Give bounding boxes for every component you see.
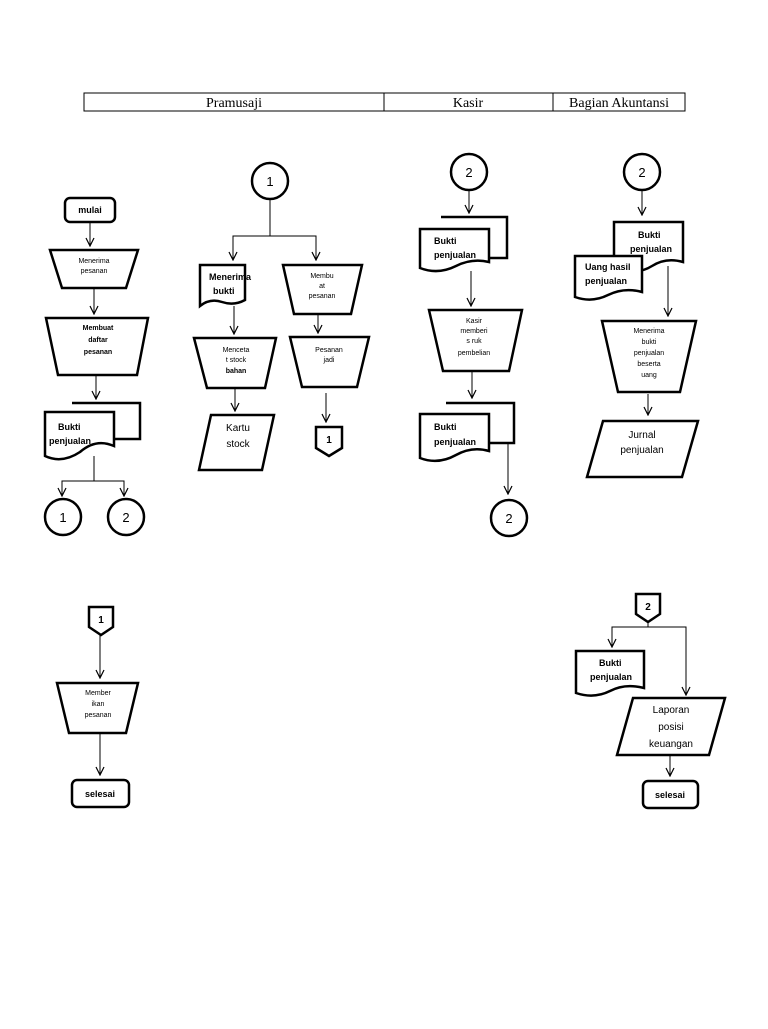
svg-text:Menceta: Menceta — [223, 347, 250, 354]
order-done-process: Pesanan jadi — [288, 335, 371, 389]
svg-text:pesanan: pesanan — [81, 268, 108, 275]
connector-2: 2 — [106, 497, 146, 537]
offpage-connector-1-in: 1 — [87, 605, 115, 637]
svg-text:selesai: selesai — [655, 790, 685, 800]
svg-text:Bukti: Bukti — [434, 422, 457, 432]
svg-text:penjualan: penjualan — [434, 437, 476, 447]
svg-text:Bukti: Bukti — [58, 422, 81, 432]
make-list-process: Membuat daftar pesanan — [44, 316, 150, 377]
lane-header: Pramusaji Kasir Bagian Akuntansi — [83, 92, 686, 112]
akuntansi-journal-data: Jurnal penjualan — [585, 419, 700, 479]
svg-text:2: 2 — [122, 510, 129, 525]
svg-text:daftar: daftar — [88, 337, 108, 344]
svg-text:Membuat: Membuat — [83, 325, 114, 332]
stock-card-data: Kartu stock — [197, 413, 276, 472]
svg-text:1: 1 — [326, 435, 332, 446]
svg-text:Jurnal: Jurnal — [628, 430, 655, 441]
akuntansi-cash-document: Uang hasil penjualan — [573, 254, 644, 301]
start-terminator: mulai — [63, 196, 117, 224]
svg-text:bukti: bukti — [213, 286, 235, 296]
akuntansi-connector-2: 2 — [622, 152, 662, 192]
svg-text:2: 2 — [645, 602, 651, 613]
lane-bagian-akuntansi: Bagian Akuntansi — [569, 96, 669, 111]
svg-text:selesai: selesai — [85, 789, 115, 799]
receive-order-process: Menerima pesanan — [48, 248, 140, 290]
svg-text:Uang hasil: Uang hasil — [585, 262, 631, 272]
svg-text:uang: uang — [641, 372, 657, 379]
connector-1: 1 — [43, 497, 83, 537]
svg-text:Pesanan: Pesanan — [315, 347, 343, 354]
sales-receipt-document: Bukti penjualan — [43, 401, 142, 461]
svg-text:posisi: posisi — [658, 722, 684, 733]
svg-text:penjualan: penjualan — [585, 276, 627, 286]
connector-1-top: 1 — [250, 161, 290, 201]
svg-text:t stock: t stock — [226, 357, 247, 364]
lane-pramusaji: Pramusaji — [206, 96, 262, 111]
receive-proof-document: Menerima bukti — [198, 263, 252, 309]
svg-text:s ruk: s ruk — [466, 338, 482, 345]
svg-text:pembelian: pembelian — [458, 350, 490, 357]
svg-text:ikan: ikan — [92, 701, 105, 708]
svg-text:pesanan: pesanan — [84, 349, 112, 356]
svg-text:1: 1 — [59, 510, 66, 525]
svg-text:Menerima: Menerima — [209, 272, 252, 282]
offpage-connector-1: 1 — [314, 425, 344, 458]
kasir-connector-2: 2 — [449, 152, 489, 192]
svg-text:penjualan: penjualan — [634, 350, 664, 357]
svg-text:2: 2 — [638, 165, 645, 180]
akuntansi-receive-process: Menerima bukti penjualan beserta uang — [600, 319, 698, 394]
end-terminator-right: selesai — [641, 779, 700, 810]
svg-text:pesanan: pesanan — [309, 293, 336, 300]
svg-text:bahan: bahan — [226, 368, 247, 375]
svg-text:pesanan: pesanan — [85, 712, 112, 719]
svg-text:jadi: jadi — [323, 357, 335, 364]
svg-text:2: 2 — [505, 511, 512, 526]
svg-text:Member: Member — [85, 690, 111, 697]
svg-text:memberi: memberi — [460, 328, 488, 335]
svg-text:stock: stock — [226, 439, 250, 450]
svg-text:penjualan: penjualan — [620, 445, 663, 456]
svg-text:Bukti: Bukti — [599, 658, 622, 668]
svg-text:2: 2 — [465, 165, 472, 180]
kasir-give-receipt-process: Kasir memberi s ruk pembelian — [427, 308, 524, 373]
akuntansi-offpage-connector-2: 2 — [634, 592, 662, 624]
svg-text:penjualan: penjualan — [590, 672, 632, 682]
svg-text:1: 1 — [98, 615, 104, 626]
akuntansi-report-data: Laporan posisi keuangan — [615, 696, 727, 757]
serve-order-process: Member ikan pesanan — [55, 681, 140, 735]
svg-text:Kasir: Kasir — [466, 318, 483, 325]
svg-text:1: 1 — [266, 174, 273, 189]
svg-text:penjualan: penjualan — [630, 244, 672, 254]
svg-text:Bukti: Bukti — [434, 236, 457, 246]
akuntansi-receipt-document-2: Bukti penjualan — [574, 649, 646, 697]
make-order-process: Membu at pesanan — [281, 263, 364, 316]
svg-text:mulai: mulai — [78, 205, 102, 215]
end-terminator-left: selesai — [70, 778, 131, 809]
lane-kasir: Kasir — [453, 96, 484, 111]
svg-text:Bukti: Bukti — [638, 230, 661, 240]
svg-text:Kartu: Kartu — [226, 423, 250, 434]
svg-text:Menerima: Menerima — [78, 258, 109, 265]
svg-text:penjualan: penjualan — [434, 250, 476, 260]
svg-text:penjualan: penjualan — [49, 436, 91, 446]
svg-text:at: at — [319, 283, 325, 290]
svg-text:Membu: Membu — [310, 273, 333, 280]
kasir-connector-2-out: 2 — [489, 498, 529, 538]
svg-text:Laporan: Laporan — [653, 705, 690, 716]
svg-text:keuangan: keuangan — [649, 739, 693, 750]
record-stock-process: Menceta t stock bahan — [192, 336, 278, 390]
svg-text:Menerima: Menerima — [633, 328, 664, 335]
svg-text:bukti: bukti — [642, 339, 657, 346]
kasir-receipt-out: Bukti penjualan — [418, 401, 516, 463]
kasir-receipt-in: Bukti penjualan — [418, 215, 509, 273]
svg-text:beserta: beserta — [637, 361, 660, 368]
